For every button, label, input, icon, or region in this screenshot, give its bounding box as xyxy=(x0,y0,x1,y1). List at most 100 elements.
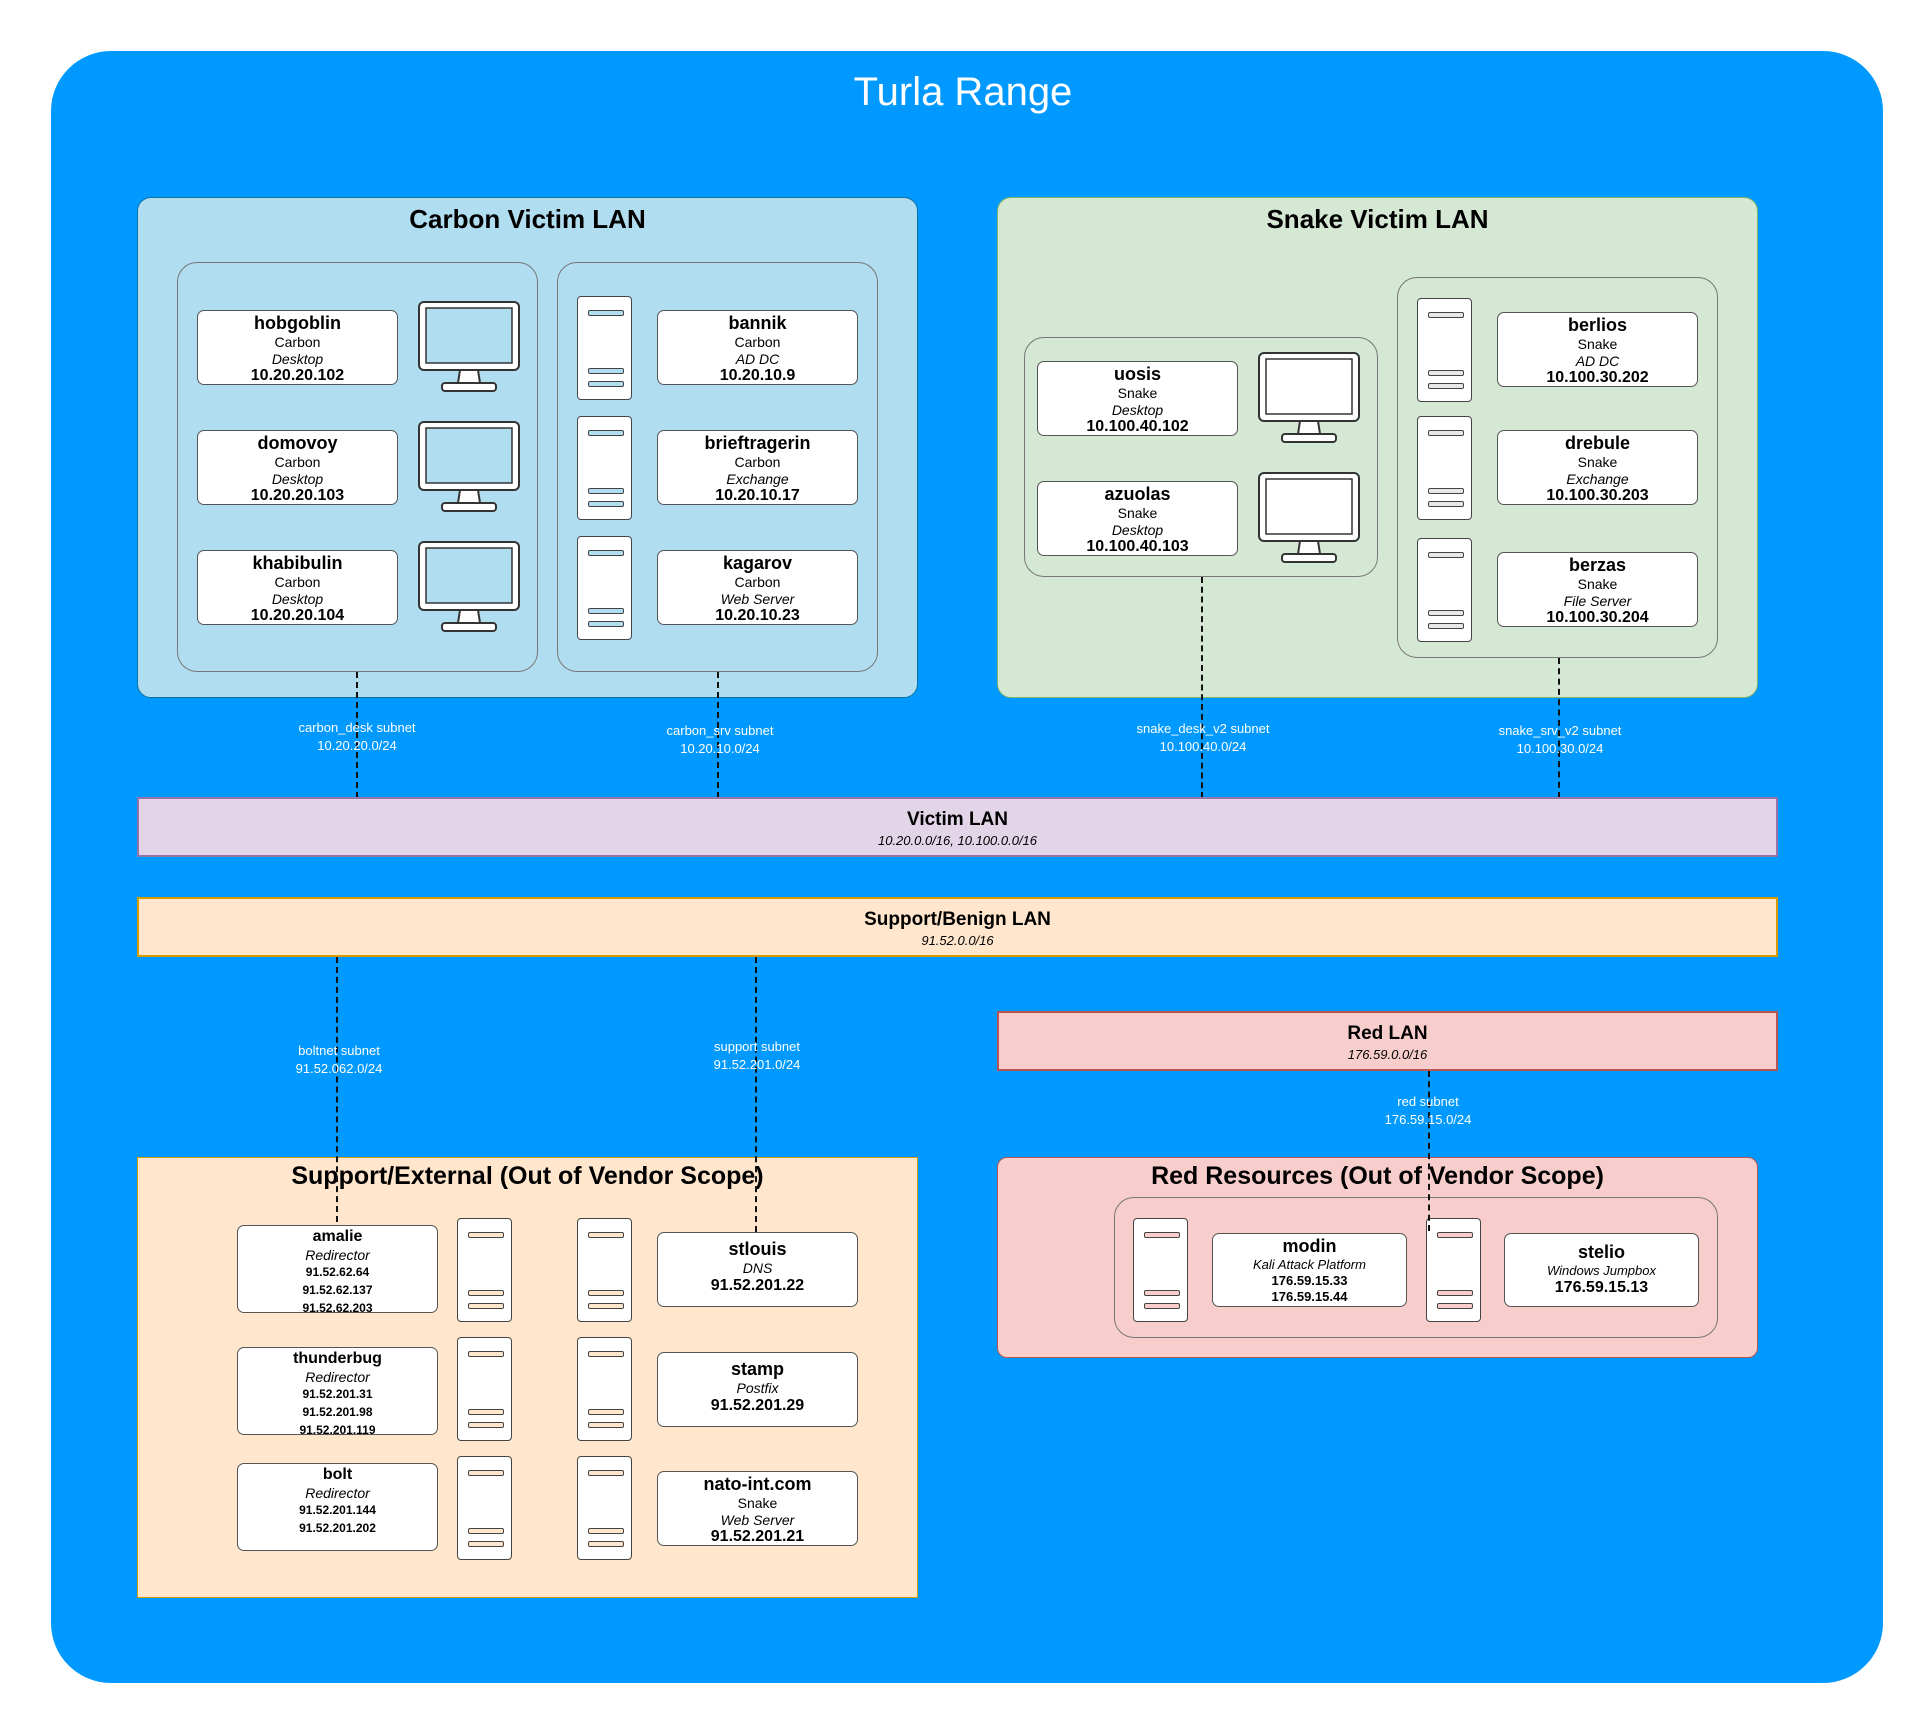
link-support xyxy=(755,957,757,1232)
host-card-khabibulin: khabibulin Carbon Desktop 10.20.20.104 xyxy=(197,550,398,625)
host-card-uosis: uosis Snake Desktop 10.100.40.102 xyxy=(1037,361,1238,436)
snake-server-group xyxy=(1397,277,1718,658)
server-tower-icon xyxy=(1133,1218,1188,1322)
support-external-title: Support/External (Out of Vendor Scope) xyxy=(291,1162,764,1190)
snake-desktop-group xyxy=(1024,337,1378,577)
subnet-cidr: 10.20.20.0/24 xyxy=(317,737,397,753)
host-card-bannik: bannik Carbon AD DC 10.20.10.9 xyxy=(657,310,858,385)
subnet-cidr: 91.52.201.0/24 xyxy=(713,1056,801,1072)
host-name: stelio xyxy=(1577,1242,1625,1262)
snake-title: Snake Victim LAN xyxy=(1266,204,1489,234)
host-ip: 10.100.30.204 xyxy=(1546,609,1649,627)
host-role: Redirector xyxy=(305,1484,370,1501)
host-os: Snake xyxy=(1577,576,1618,593)
host-role: DNS xyxy=(742,1260,773,1277)
desktop-monitor-icon xyxy=(418,301,520,392)
host-role: Desktop xyxy=(271,350,324,367)
subnet-cidr: 176.59.15.0/24 xyxy=(1384,1111,1472,1127)
host-os: Carbon xyxy=(734,334,781,351)
subnet-name: support subnet xyxy=(713,1039,800,1054)
host-ip: 91.52.201.29 xyxy=(710,1396,805,1414)
host-os: Carbon xyxy=(274,334,321,351)
host-ip: 91.52.62.64 xyxy=(305,1265,370,1280)
subnet-name: carbon_desk subnet xyxy=(298,720,416,735)
band-title: Red LAN xyxy=(1347,1023,1428,1044)
link-boltnet xyxy=(336,957,338,1222)
desktop-monitor-icon xyxy=(1258,472,1360,563)
band-cidr: 91.52.0.0/16 xyxy=(921,933,994,948)
band-cidr: 176.59.0.0/16 xyxy=(1347,1047,1428,1062)
host-role: Desktop xyxy=(271,470,324,487)
host-card-berzas: berzas Snake File Server 10.100.30.204 xyxy=(1497,552,1698,627)
subnet-cidr: 91.52.062.0/24 xyxy=(295,1060,383,1076)
host-name: azuolas xyxy=(1104,484,1171,504)
victim-lan-band: Victim LAN 10.20.0.0/16, 10.100.0.0/16 xyxy=(137,797,1778,857)
carbon-desktop-group xyxy=(177,262,538,672)
subnet-name: boltnet subnet xyxy=(298,1043,380,1058)
host-role: Redirector xyxy=(305,1246,370,1263)
desktop-monitor-icon xyxy=(1258,352,1360,443)
server-tower-icon xyxy=(1426,1218,1481,1322)
host-name: bolt xyxy=(322,1466,353,1483)
host-ip: 10.20.20.104 xyxy=(250,607,345,625)
host-card-kagarov: kagarov Carbon Web Server 10.20.10.23 xyxy=(657,550,858,625)
subnet-name: snake_srv_v2 subnet xyxy=(1498,723,1622,738)
host-ip: 91.52.201.31 xyxy=(302,1387,373,1402)
host-name: nato-int.com xyxy=(703,1474,812,1494)
host-card-stlouis: stlouis DNS 91.52.201.22 xyxy=(657,1232,858,1307)
host-ip: 10.100.40.102 xyxy=(1086,418,1189,436)
host-role: AD DC xyxy=(1575,352,1620,369)
server-tower-icon xyxy=(577,296,632,400)
host-ip: 91.52.62.203 xyxy=(302,1301,373,1316)
host-ip: 91.52.201.119 xyxy=(299,1423,376,1438)
host-name: berzas xyxy=(1568,555,1627,575)
host-name: amalie xyxy=(312,1228,363,1245)
host-card-amalie: amalie Redirector 91.52.62.64 91.52.62.1… xyxy=(237,1225,438,1315)
host-ip: 10.100.30.203 xyxy=(1546,487,1649,505)
host-name: drebule xyxy=(1564,433,1630,453)
host-name: hobgoblin xyxy=(254,313,341,333)
host-role: Web Server xyxy=(720,590,795,607)
host-card-modin: modin Kali Attack Platform 176.59.15.33 … xyxy=(1212,1233,1407,1307)
host-role: Windows Jumpbox xyxy=(1547,1263,1656,1279)
subnet-label-red: red subnet 176.59.15.0/24 xyxy=(1338,1093,1518,1128)
carbon-title: Carbon Victim LAN xyxy=(409,204,646,234)
host-name: thunderbug xyxy=(293,1350,382,1367)
host-ip: 91.52.201.202 xyxy=(299,1521,376,1536)
host-role: Desktop xyxy=(271,590,324,607)
server-tower-icon xyxy=(1417,416,1472,520)
host-role: Desktop xyxy=(1111,401,1164,418)
host-os: Carbon xyxy=(734,454,781,471)
desktop-monitor-icon xyxy=(418,541,520,632)
host-role: Postfix xyxy=(736,1380,779,1397)
server-tower-icon xyxy=(457,1337,512,1441)
server-tower-icon xyxy=(577,1337,632,1441)
host-os: Snake xyxy=(1117,505,1158,522)
subnet-label-carbon-srv: carbon_srv subnet 10.20.10.0/24 xyxy=(630,722,810,757)
subnet-name: carbon_srv subnet xyxy=(666,723,774,738)
host-name: brieftragerin xyxy=(704,433,811,453)
host-ip: 10.20.10.17 xyxy=(715,487,800,505)
host-os: Carbon xyxy=(274,574,321,591)
host-role: Kali Attack Platform xyxy=(1253,1257,1366,1273)
server-tower-icon xyxy=(577,416,632,520)
band-title: Victim LAN xyxy=(906,809,1008,830)
host-role: AD DC xyxy=(735,350,780,367)
host-os: Carbon xyxy=(274,454,321,471)
desktop-monitor-icon xyxy=(418,421,520,512)
host-name: berlios xyxy=(1567,315,1628,335)
host-ip: 91.52.201.98 xyxy=(302,1405,373,1420)
red-host-group xyxy=(1114,1197,1718,1338)
host-ip: 176.59.15.13 xyxy=(1554,1278,1649,1296)
host-role: Exchange xyxy=(1566,470,1629,487)
link-carbon-desk xyxy=(356,672,358,798)
band-title: Support/Benign LAN xyxy=(864,909,1051,930)
host-card-stamp: stamp Postfix 91.52.201.29 xyxy=(657,1352,858,1427)
host-os: Snake xyxy=(1577,454,1618,471)
subnet-label-boltnet: boltnet subnet 91.52.062.0/24 xyxy=(249,1042,429,1077)
server-tower-icon xyxy=(1417,298,1472,402)
host-role: Web Server xyxy=(720,1511,795,1528)
host-name: bannik xyxy=(728,313,787,333)
server-tower-icon xyxy=(577,1218,632,1322)
host-name: khabibulin xyxy=(252,553,343,573)
